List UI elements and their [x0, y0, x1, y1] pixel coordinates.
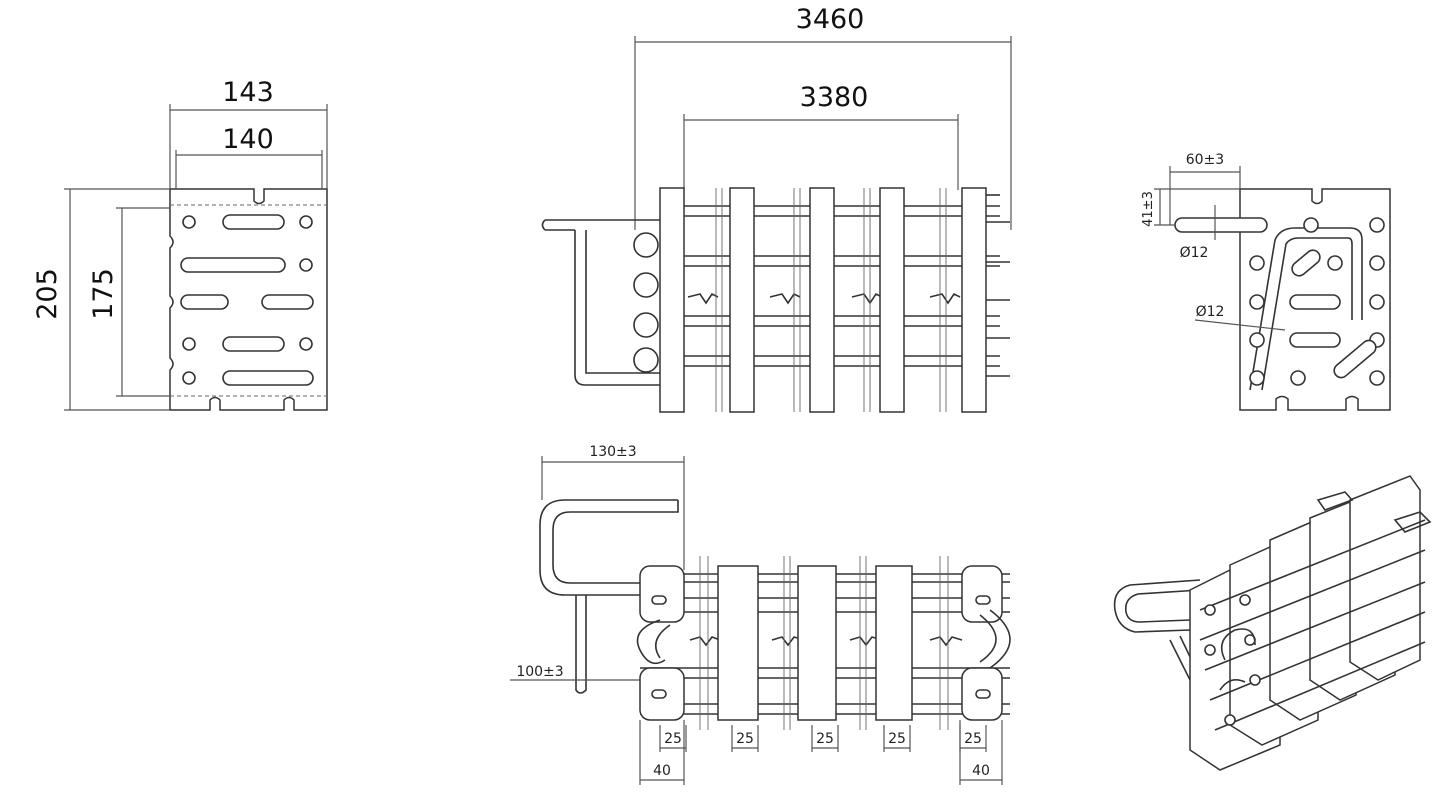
- side-view: 60±3 41±3 Ø12 Ø12: [1141, 152, 1391, 411]
- dim-end-left: 40: [653, 763, 671, 779]
- dim-spacing-4: 25: [888, 731, 906, 747]
- bottom-view: 130±3 100±3: [510, 444, 1011, 785]
- dim-outer-width: 143: [222, 77, 274, 108]
- dim-offset: 60±3: [1186, 152, 1224, 168]
- dim-spacing-2: 25: [736, 731, 754, 747]
- dim-inner-length: 3380: [800, 82, 869, 113]
- dim-inner-height: 175: [88, 268, 119, 320]
- front-plate: [169, 188, 328, 411]
- dim-tube-dia-top: Ø12: [1180, 245, 1209, 261]
- dim-spacing-1: 25: [664, 731, 682, 747]
- dim-overall-length: 3460: [796, 4, 865, 35]
- top-view: 3460 3380: [541, 4, 1012, 413]
- dim-spacing-5: 25: [964, 731, 982, 747]
- isometric-view: [1113, 475, 1432, 771]
- dim-height-offset: 41±3: [1141, 191, 1156, 227]
- dim-inner-width: 140: [222, 124, 274, 155]
- front-view: 143 140 205 175: [32, 77, 328, 411]
- dim-end-right: 40: [972, 763, 990, 779]
- dim-spacing-3: 25: [816, 731, 834, 747]
- dim-handle-length: 130±3: [589, 444, 636, 460]
- dim-handle-height: 100±3: [516, 664, 563, 680]
- dim-tube-dia-mid: Ø12: [1196, 304, 1225, 320]
- dim-outer-height: 205: [32, 268, 63, 320]
